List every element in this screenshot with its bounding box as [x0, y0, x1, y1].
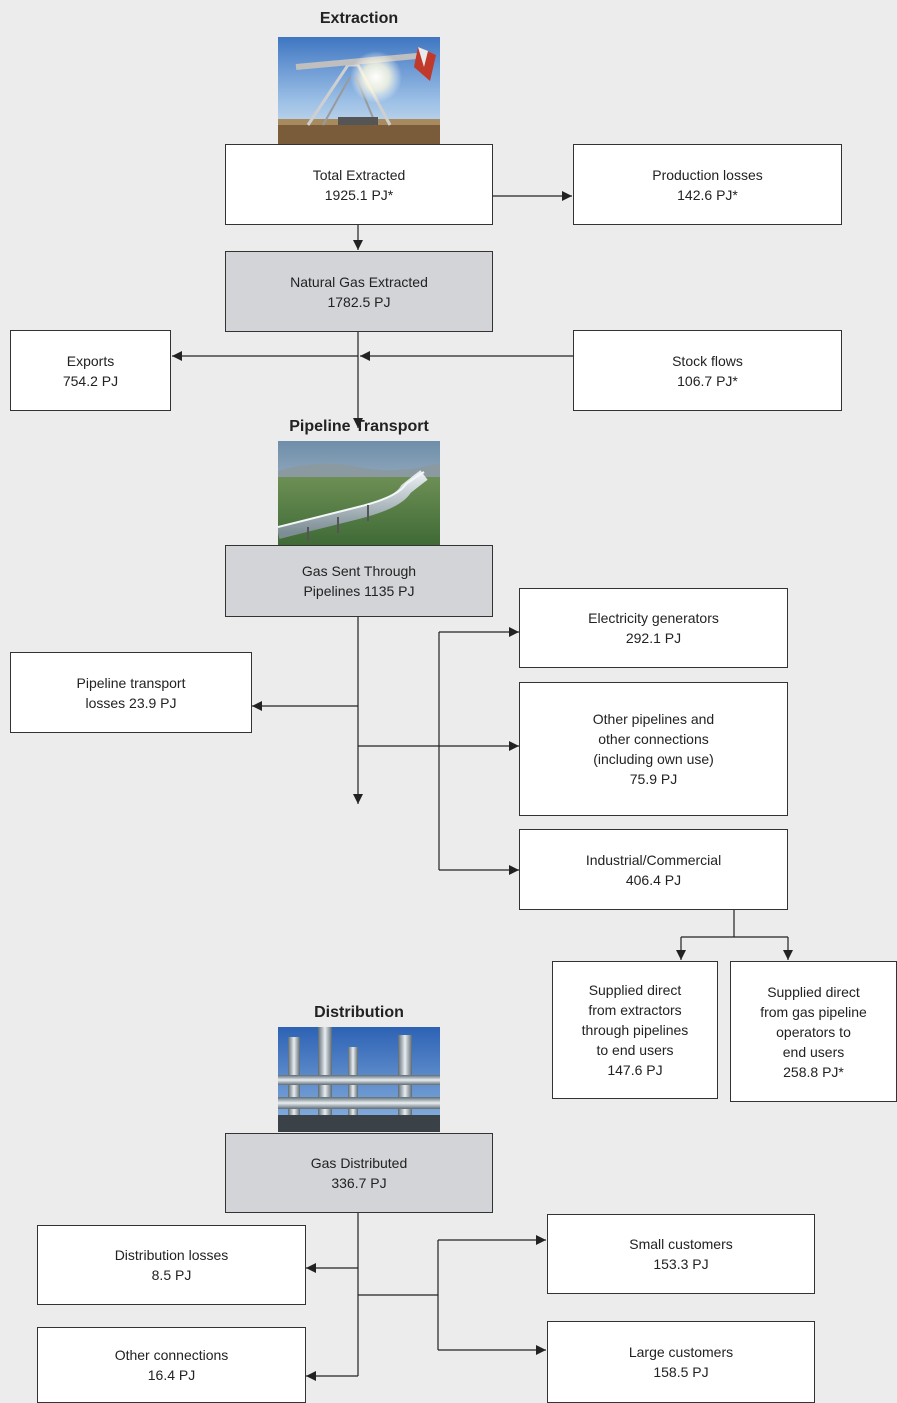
label: Small customers: [629, 1236, 733, 1252]
label: Production losses: [652, 166, 763, 183]
label-line-1: Supplied direct: [588, 982, 682, 998]
value: 158.5 PJ: [653, 1364, 709, 1380]
value: 1925.1 PJ*: [324, 186, 394, 203]
value: losses 23.9 PJ: [85, 694, 177, 711]
box-distribution-losses: Distribution losses 8.5 PJ: [37, 1225, 306, 1305]
label-line-1: Other pipelines and: [592, 711, 715, 727]
value: 1782.5 PJ: [327, 293, 391, 310]
label: Other connections: [114, 1347, 229, 1363]
value: 754.2 PJ: [62, 372, 119, 389]
section-heading-extraction: Extraction: [319, 10, 399, 27]
box-gas-distributed: Gas Distributed 336.7 PJ: [225, 1133, 493, 1213]
label: Large customers: [628, 1344, 734, 1360]
gas-pipeline-landscape-photo: [278, 441, 440, 545]
label: Total Extracted: [312, 166, 406, 183]
label: Pipeline transport: [76, 674, 186, 691]
label-line-3: through pipelines: [581, 1022, 689, 1038]
value: 16.4 PJ: [147, 1367, 196, 1383]
label-line-1: Supplied direct: [767, 983, 860, 1000]
value: 406.4 PJ: [625, 871, 682, 888]
box-total-extracted: Total Extracted 1925.1 PJ*: [225, 144, 493, 225]
label: Natural Gas Extracted: [290, 273, 428, 290]
box-other-pipelines: Other pipelines and other connections (i…: [519, 682, 788, 816]
section-heading-distribution: Distribution: [314, 1004, 404, 1021]
label-line-2: from gas pipeline: [760, 1003, 867, 1020]
value: 106.7 PJ*: [677, 372, 738, 389]
value: 258.8 PJ*: [783, 1063, 844, 1080]
box-industrial-commercial: Industrial/Commercial 406.4 PJ: [519, 829, 788, 910]
box-electricity-generators: Electricity generators 292.1 PJ: [519, 588, 788, 668]
label: Stock flows: [672, 352, 743, 369]
label: Exports: [66, 352, 115, 369]
label-line-2: from extractors: [588, 1002, 682, 1018]
label: Distribution losses: [114, 1247, 229, 1263]
label-line-4: end users: [782, 1043, 845, 1060]
section-heading-pipeline-transport: Pipeline Transport: [289, 418, 429, 435]
box-supplied-direct-operators: Supplied direct from gas pipeline operat…: [730, 961, 897, 1102]
value: Pipelines 1135 PJ: [303, 583, 415, 599]
value: 142.6 PJ*: [677, 186, 738, 203]
box-natural-gas-extracted: Natural Gas Extracted 1782.5 PJ: [225, 251, 493, 332]
box-exports: Exports 754.2 PJ: [10, 330, 171, 411]
label: Electricity generators: [588, 610, 719, 626]
label-line-2: other connections: [598, 731, 709, 747]
label-line-4: to end users: [596, 1042, 674, 1058]
label: Industrial/Commercial: [585, 851, 722, 868]
box-small-customers: Small customers 153.3 PJ: [547, 1214, 815, 1294]
value: 153.3 PJ: [653, 1256, 709, 1272]
label-line-3: (including own use): [593, 751, 714, 767]
value: 147.6 PJ: [607, 1062, 663, 1078]
box-large-customers: Large customers 158.5 PJ: [547, 1321, 815, 1403]
value: 8.5 PJ: [151, 1267, 192, 1283]
value: 75.9 PJ: [629, 771, 678, 787]
box-supplied-direct-extractors: Supplied direct from extractors through …: [552, 961, 718, 1099]
label-line-3: operators to: [776, 1023, 851, 1040]
label: Gas Sent Through: [301, 563, 417, 579]
oil-pump-jack-photo: [278, 37, 440, 144]
box-production-losses: Production losses 142.6 PJ*: [573, 144, 842, 225]
box-stock-flows: Stock flows 106.7 PJ*: [573, 330, 842, 411]
label: Gas Distributed: [310, 1155, 408, 1171]
value: 292.1 PJ: [625, 630, 682, 646]
box-gas-sent-through-pipelines: Gas Sent Through Pipelines 1135 PJ: [225, 545, 493, 617]
box-pipeline-transport-losses: Pipeline transport losses 23.9 PJ: [10, 652, 252, 733]
industrial-pipework-photo: [278, 1027, 440, 1132]
box-other-connections: Other connections 16.4 PJ: [37, 1327, 306, 1403]
value: 336.7 PJ: [331, 1175, 387, 1191]
